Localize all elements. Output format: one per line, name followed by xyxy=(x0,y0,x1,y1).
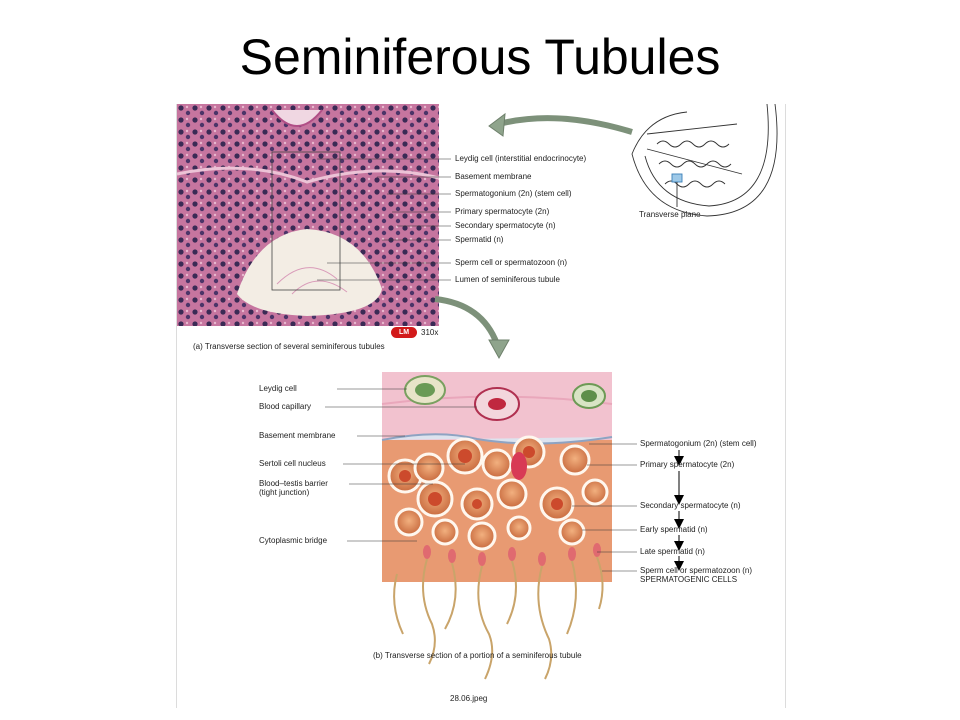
label-spermatogenic-cells: SPERMATOGENIC CELLS xyxy=(640,575,738,584)
detail-leaders xyxy=(325,388,637,572)
label-secondary-spermatocyte-b: Secondary spermatocyte (n) xyxy=(640,501,741,510)
label-sperm-cell-b: Sperm cell or spermatozoon (n) xyxy=(640,566,753,575)
figure-graphics xyxy=(177,104,778,680)
slide-title: Seminiferous Tubules xyxy=(239,29,721,85)
label-spermatogonium-a: Spermatogonium (2n) (stem cell) xyxy=(455,189,572,198)
lm-badge: LM xyxy=(391,327,417,338)
label-primary-spermatocyte-a: Primary spermatocyte (2n) xyxy=(455,207,550,216)
label-cytoplasmic-bridge: Cytoplasmic bridge xyxy=(259,536,328,545)
footer-filename: 28.06.jpeg xyxy=(450,694,488,703)
label-spermatid-a: Spermatid (n) xyxy=(455,235,504,244)
magnification-label: 310x xyxy=(421,328,439,337)
label-early-spermatid: Early spermatid (n) xyxy=(640,525,708,534)
label-sertoli-nucleus: Sertoli cell nucleus xyxy=(259,459,326,468)
label-basement-membrane-b: Basement membrane xyxy=(259,431,336,440)
label-lumen: Lumen of seminiferous tubule xyxy=(455,275,560,284)
caption-b: (b) Transverse section of a portion of a… xyxy=(373,651,582,660)
label-secondary-spermatocyte-a: Secondary spermatocyte (n) xyxy=(455,221,556,230)
label-tight-junction: (tight junction) xyxy=(259,488,310,497)
arrows xyxy=(434,112,633,360)
label-leydig-cell-b: Leydig cell xyxy=(259,384,297,393)
micrograph xyxy=(177,104,440,326)
label-transverse-plane: Transverse plane xyxy=(639,210,701,219)
label-spermatogonium-b: Spermatogonium (2n) (stem cell) xyxy=(640,439,757,448)
label-leydig-cell-interstitial: Leydig cell (interstitial endocrinocyte) xyxy=(455,154,587,163)
micrograph-leaders xyxy=(317,158,451,281)
label-blood-capillary: Blood capillary xyxy=(259,402,312,411)
tubule-illustration xyxy=(381,372,613,680)
label-blood-testis-barrier: Blood–testis barrier xyxy=(259,479,328,488)
testis-inset xyxy=(631,104,778,217)
label-late-spermatid: Late spermatid (n) xyxy=(640,547,705,556)
label-basement-membrane-a: Basement membrane xyxy=(455,172,532,181)
label-primary-spermatocyte-b: Primary spermatocyte (2n) xyxy=(640,460,735,469)
figure-panel: Leydig cell (interstitial endocrinocyte)… xyxy=(176,104,786,708)
caption-a: (a) Transverse section of several semini… xyxy=(193,342,385,351)
label-sperm-cell-a: Sperm cell or spermatozoon (n) xyxy=(455,258,568,267)
